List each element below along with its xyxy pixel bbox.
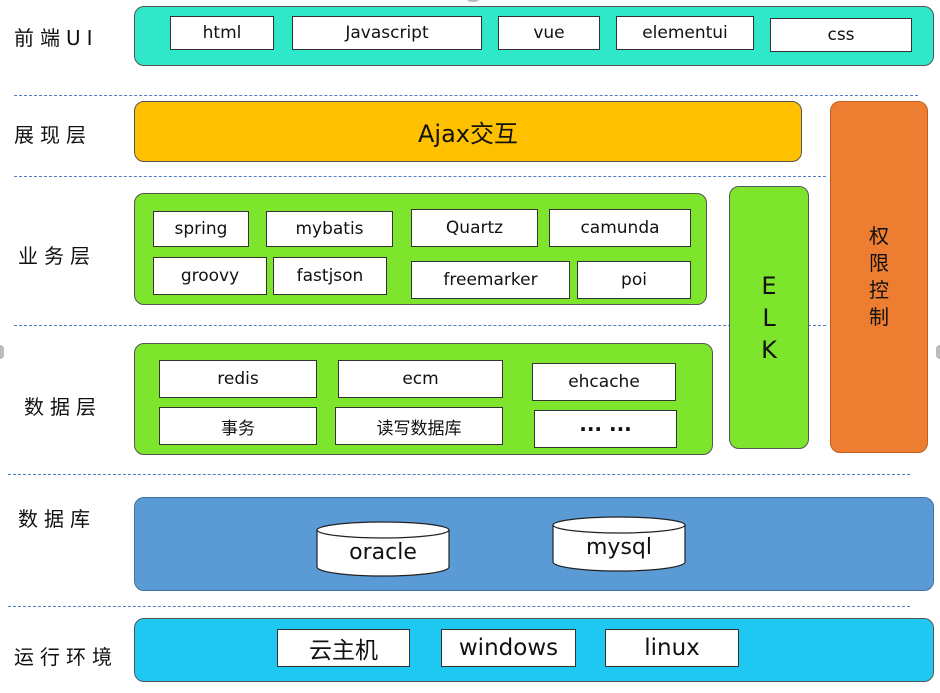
business-item-groovy: groovy — [153, 257, 267, 295]
business-item-fastjson: fastjson — [273, 257, 387, 295]
business-item-mybatis: mybatis — [266, 211, 393, 247]
layer-label-business: 业务层 — [18, 244, 96, 268]
divider-1 — [14, 95, 918, 96]
layer-label-data: 数据层 — [24, 395, 102, 419]
business-item-camunda: camunda — [549, 209, 691, 247]
database-oracle-cylinder: oracle — [316, 521, 450, 577]
left-edge-handle — [0, 345, 4, 359]
layer-label-runtime: 运行环境 — [14, 645, 118, 669]
divider-4 — [8, 474, 910, 475]
business-item-freemarker: freemarker — [411, 261, 570, 299]
layer-label-database: 数据库 — [18, 507, 96, 531]
database-oracle-label: oracle — [349, 540, 417, 565]
elk-letter-e: E — [761, 271, 777, 300]
divider-2 — [14, 176, 826, 177]
permission-char-2: 限 — [869, 251, 889, 275]
permission-char-1: 权 — [869, 224, 889, 248]
top-edge-handle — [466, 0, 480, 2]
ajax-bar: Ajax交互 — [134, 101, 802, 162]
business-item-spring: spring — [153, 211, 249, 247]
layer-label-frontend: 前端UI — [14, 26, 99, 50]
data-item-transaction: 事务 — [159, 407, 317, 445]
business-item-quartz: Quartz — [411, 209, 538, 247]
data-item-ecm: ecm — [338, 360, 503, 398]
business-item-poi: poi — [577, 261, 691, 299]
runtime-item-cloud-host: 云主机 — [277, 629, 410, 667]
elk-box: E L K — [729, 186, 809, 449]
right-edge-handle — [936, 345, 940, 359]
elk-letter-k: K — [761, 335, 777, 364]
permission-char-3: 控 — [869, 278, 889, 302]
database-mysql-cylinder: mysql — [552, 516, 686, 572]
divider-5 — [8, 606, 910, 607]
data-item-ehcache: ehcache — [532, 363, 676, 401]
runtime-item-linux: linux — [605, 629, 739, 667]
frontend-item-html: html — [170, 16, 274, 50]
ajax-bar-label: Ajax交互 — [418, 120, 518, 148]
divider-3 — [14, 325, 826, 326]
data-item-redis: redis — [159, 360, 317, 398]
frontend-item-javascript: Javascript — [292, 16, 482, 50]
database-layer-box — [134, 497, 934, 591]
frontend-item-elementui: elementui — [616, 16, 754, 50]
cylinder-shape-icon — [316, 521, 450, 577]
database-mysql-label: mysql — [586, 535, 652, 560]
elk-letter-l: L — [762, 303, 776, 332]
frontend-item-vue: vue — [498, 16, 600, 50]
permission-char-4: 制 — [869, 305, 889, 329]
permission-control-box: 权 限 控 制 — [830, 101, 928, 453]
cylinder-shape-icon — [552, 516, 686, 572]
frontend-item-css: css — [770, 18, 912, 52]
layer-label-presentation: 展现层 — [14, 123, 92, 147]
runtime-item-windows: windows — [441, 629, 576, 667]
data-item-ellipsis: ··· ··· — [534, 410, 677, 448]
data-item-rw-database: 读写数据库 — [335, 407, 503, 445]
